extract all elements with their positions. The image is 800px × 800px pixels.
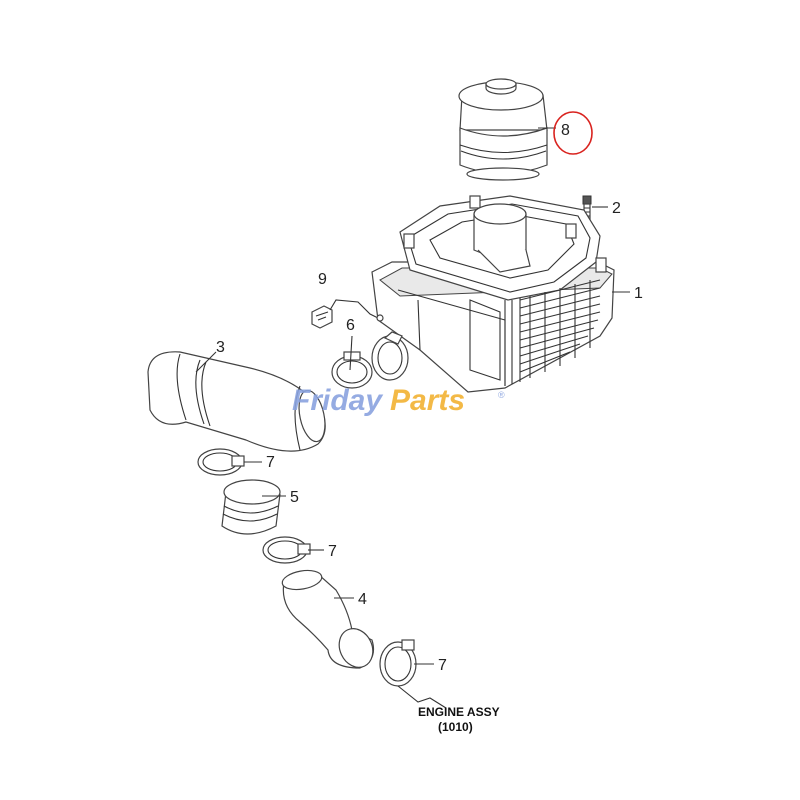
callout-7-upper: 7: [266, 454, 275, 471]
watermark-registered-mark: ®: [498, 390, 505, 400]
part-7-clamp-middle: [262, 536, 311, 564]
part-3-main-hose: [147, 351, 326, 452]
part-7-clamp-upper: [197, 448, 245, 476]
callout-8: 8: [561, 122, 570, 139]
callout-7-lower: 7: [438, 657, 447, 674]
part-1-air-cleaner-housing: [371, 195, 615, 393]
callout-6: 6: [346, 317, 355, 334]
part-8-filter-cap: [458, 78, 548, 181]
watermark-logo: Friday Parts ®: [292, 384, 505, 417]
callout-7-middle: 7: [328, 543, 337, 560]
highlight-circle: [553, 111, 593, 155]
part-4-elbow-hose: [281, 569, 375, 669]
part-6-clamp: [331, 351, 373, 389]
part-7-clamp-lower: [379, 639, 417, 687]
callout-3: 3: [216, 339, 225, 356]
callout-1: 1: [634, 285, 643, 302]
housing-outlet-port: [371, 331, 409, 381]
inner-outlet-tube: [473, 203, 531, 273]
callout-9: 9: [318, 271, 327, 288]
callout-4: 4: [358, 591, 367, 608]
engine-assy-label: ENGINE ASSY: [418, 705, 500, 719]
part-5-coupler: [221, 479, 281, 535]
leader-lines: [195, 127, 630, 709]
engine-assy-number: (1010): [438, 720, 473, 734]
watermark-parts: Parts: [390, 384, 465, 417]
callout-2: 2: [612, 200, 621, 217]
callout-5: 5: [290, 489, 299, 506]
watermark-friday: Friday: [292, 384, 383, 417]
part-9-sensor: [311, 299, 384, 329]
